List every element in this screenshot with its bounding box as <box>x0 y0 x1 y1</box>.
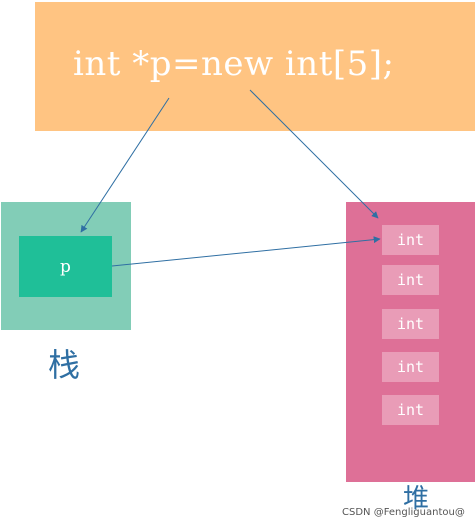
heap-cell: int <box>382 395 439 425</box>
heap-label: 堆 <box>403 484 430 514</box>
heap-cell-label: int <box>396 401 425 419</box>
arrow-code-to-pointer <box>80 97 170 233</box>
heap-cell: int <box>382 265 439 295</box>
arrow-pointer-to-heap <box>111 236 381 267</box>
heap-cell: int <box>382 352 439 382</box>
arrow-code-to-heap <box>249 89 379 219</box>
pointer-variable-label: p <box>60 256 71 277</box>
heap-cell-label: int <box>396 358 425 376</box>
code-box <box>35 2 475 131</box>
pointer-variable-box: p <box>19 236 112 297</box>
heap-cell: int <box>382 309 439 339</box>
watermark: CSDN @Fengliguantou@ <box>342 507 465 518</box>
heap-cell-label: int <box>396 315 425 333</box>
heap-cell-label: int <box>396 231 425 249</box>
heap-cell: int <box>382 225 439 255</box>
code-statement: int *p=new int[5]; <box>73 44 395 84</box>
heap-cell-label: int <box>396 271 425 289</box>
stack-label: 栈 <box>48 346 81 384</box>
